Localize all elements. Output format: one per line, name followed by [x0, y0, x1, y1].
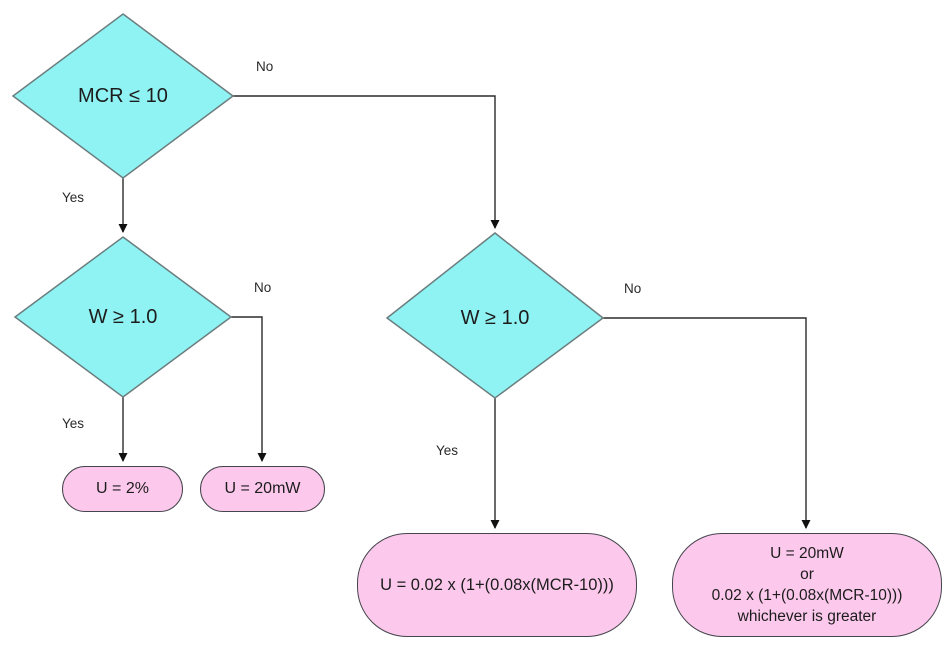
branch-label-wright-no: No — [624, 281, 642, 296]
branch-label-wleft-no: No — [254, 280, 272, 295]
connector-wleft-no — [231, 316, 267, 462]
result-box-u-20mw-label: U = 20mW — [224, 480, 301, 497]
branch-label-mcr-no: No — [256, 59, 274, 74]
decision-mcr-diamond — [11, 13, 235, 179]
connector-mcr-no — [233, 95, 500, 229]
result-box-u-formula: U = 0.02 x (1+(0.08x(MCR-10))) — [357, 533, 637, 637]
result-box-u-greater-line-1: U = 20mW — [770, 545, 844, 562]
branch-label-wleft-yes: Yes — [62, 416, 85, 431]
result-box-u-greater: U = 20mW or 0.02 x (1+(0.08x(MCR-10))) w… — [672, 533, 942, 637]
result-box-u-20mw: U = 20mW — [200, 466, 325, 512]
result-box-u-greater-line-4: whichever is greater — [737, 608, 877, 625]
decision-w-left-label: W ≥ 1.0 — [88, 306, 158, 328]
connector-wright-no — [603, 317, 811, 529]
result-box-u-2pct: U = 2% — [62, 466, 183, 512]
decision-mcr-label: MCR ≤ 10 — [78, 85, 168, 107]
result-box-u-greater-line-2: or — [800, 566, 814, 583]
decision-w-left-diamond — [13, 236, 233, 398]
branch-label-wright-yes: Yes — [436, 443, 459, 458]
branch-label-mcr-yes: Yes — [62, 190, 85, 205]
result-box-u-formula-label: U = 0.02 x (1+(0.08x(MCR-10))) — [380, 575, 614, 594]
result-box-u-2pct-label: U = 2% — [96, 480, 149, 497]
decision-w-right-diamond — [385, 232, 605, 399]
result-box-u-greater-line-3: 0.02 x (1+(0.08x(MCR-10))) — [711, 587, 903, 604]
decision-w-right-label: W ≥ 1.0 — [460, 307, 530, 329]
